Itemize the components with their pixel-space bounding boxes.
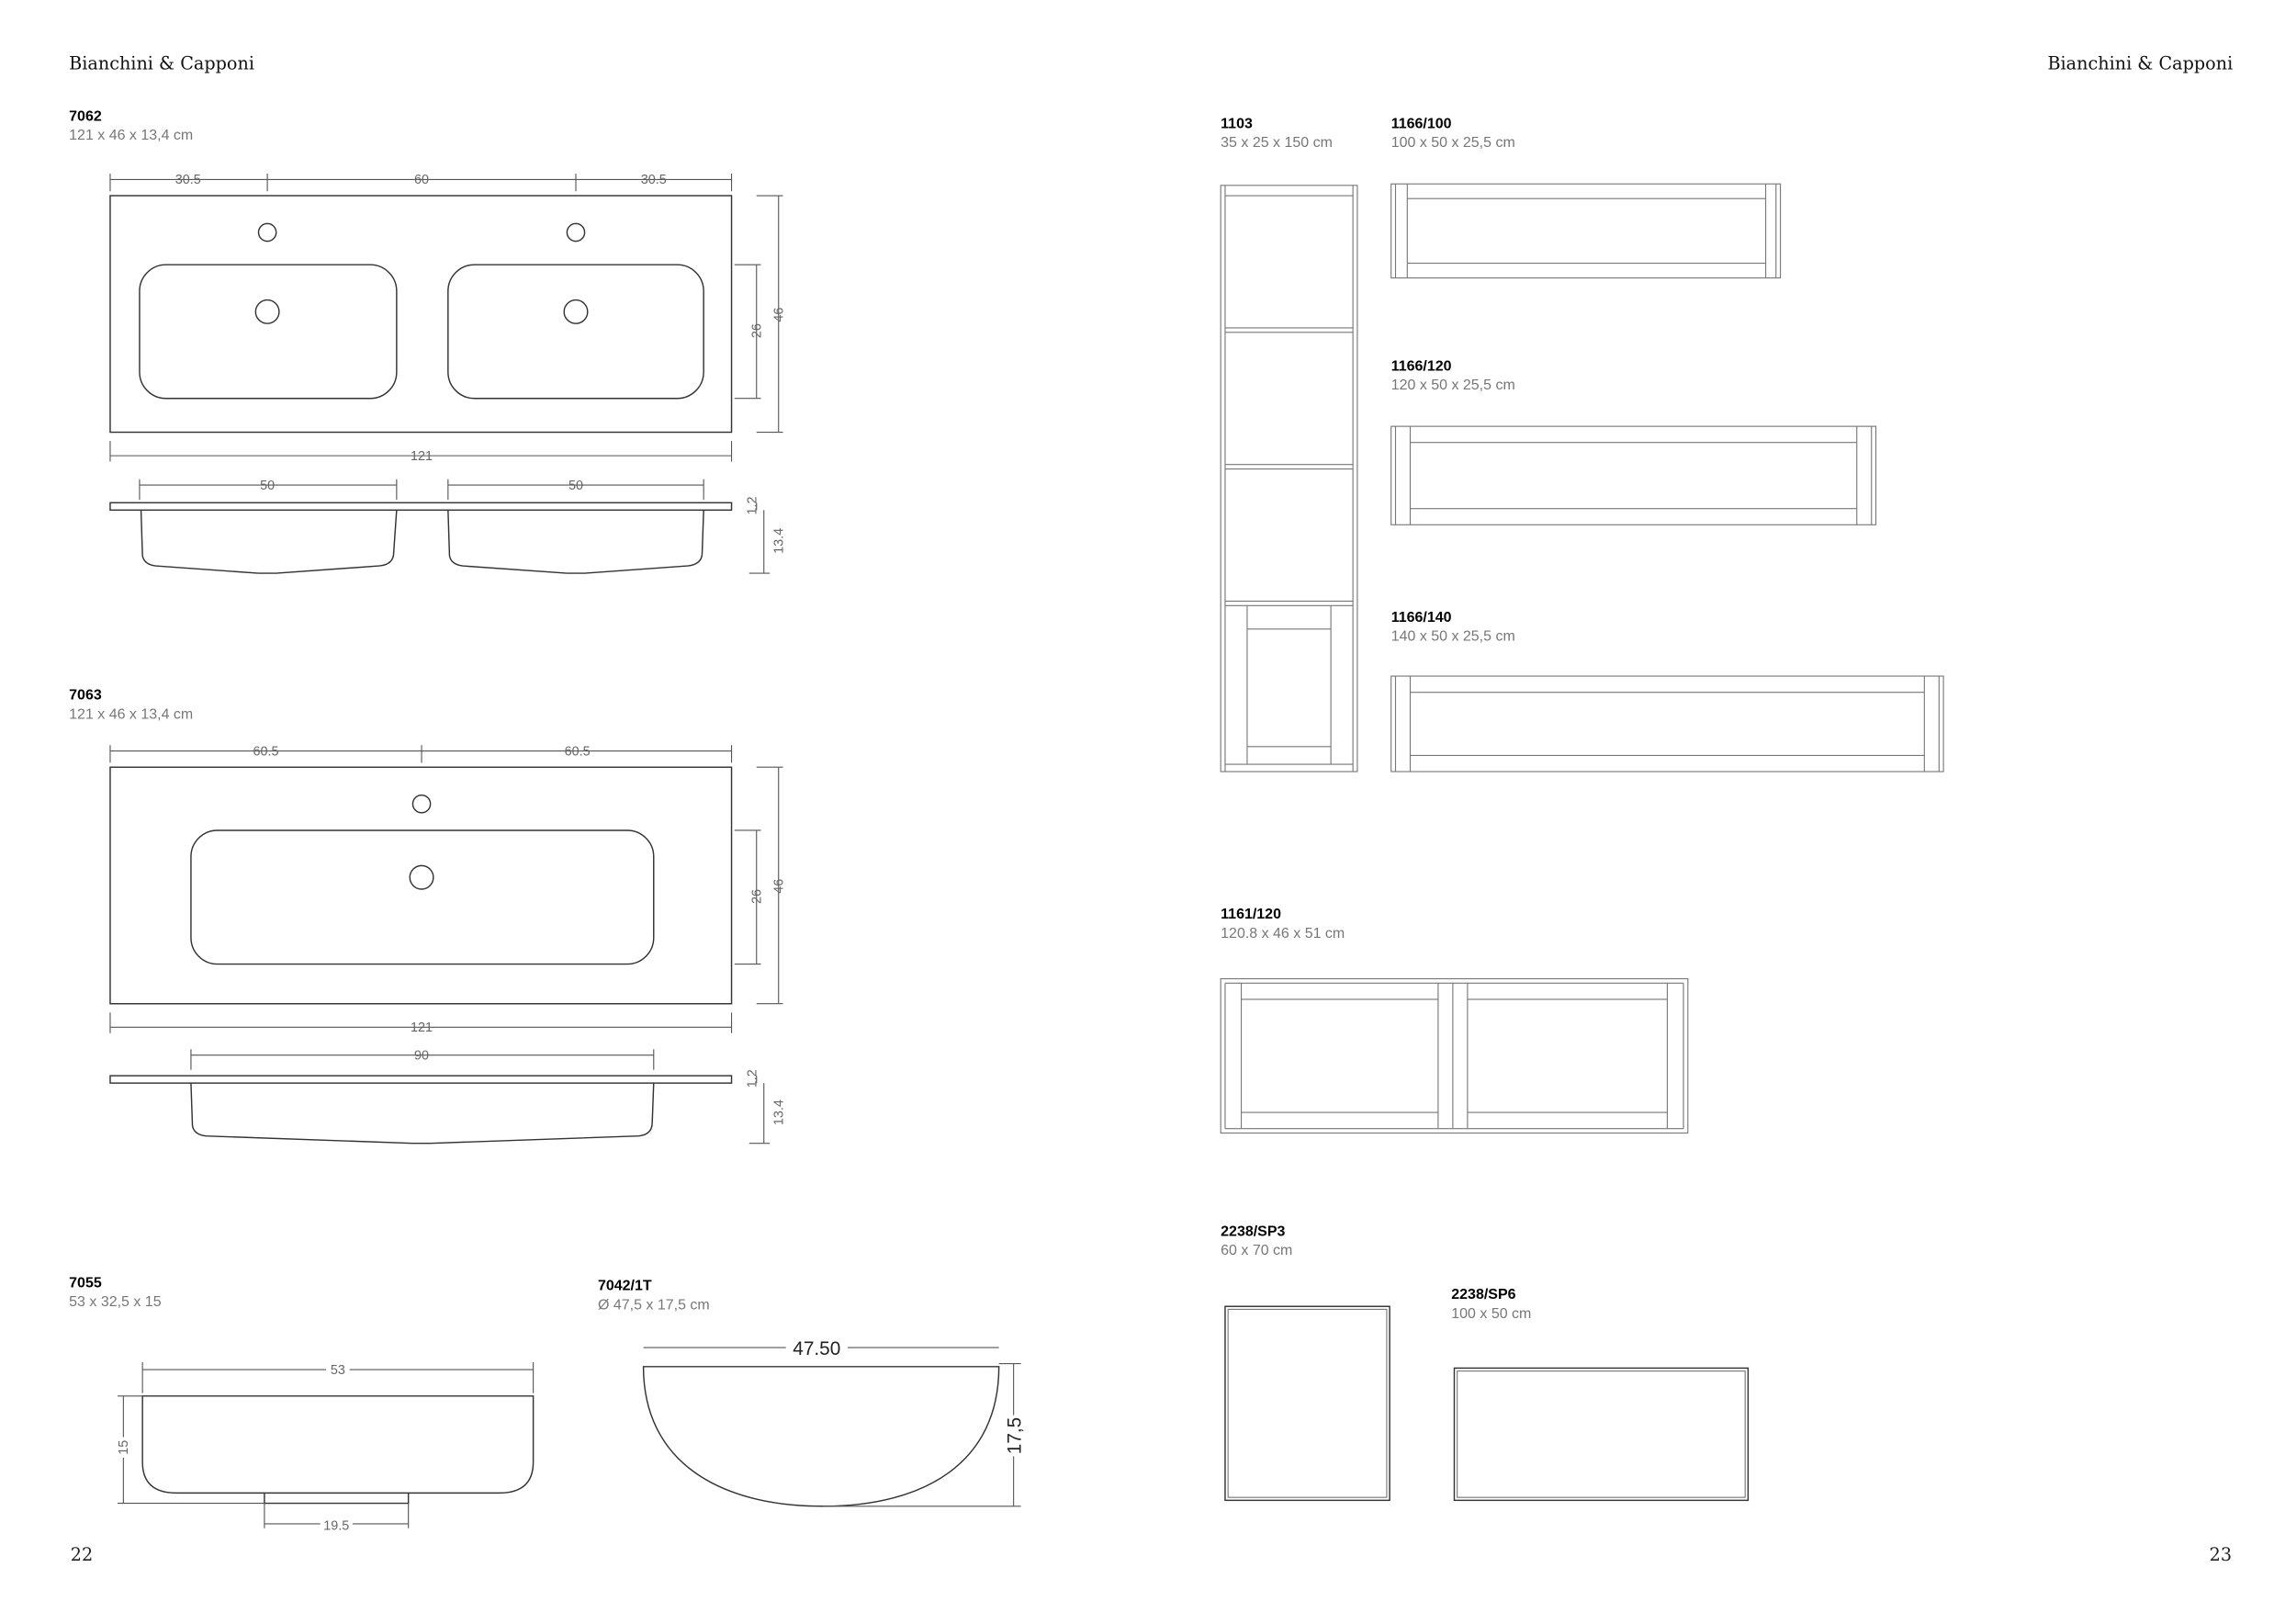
product-code: 1166/140: [1391, 610, 1452, 626]
basin-top-view: [109, 766, 733, 1005]
dim-label: 46: [772, 879, 787, 894]
product-code: 2238/SP6: [1451, 1287, 1515, 1303]
product-size: 35 x 25 x 150 cm: [1221, 135, 1333, 151]
product-size: 60 x 70 cm: [1221, 1243, 1292, 1258]
dim-label: 121: [411, 1021, 433, 1035]
open-shelf: [1390, 425, 1877, 525]
dim-label: 53: [331, 1363, 345, 1378]
product-size: 140 x 50 x 25,5 cm: [1391, 629, 1515, 645]
product-size: 121 x 46 x 13,4 cm: [69, 706, 193, 722]
mirror: [1453, 1367, 1750, 1502]
brand-logo-right: Bianchini & Capponi: [2047, 52, 2233, 73]
dim-label: 30.5: [175, 173, 201, 187]
product-code: 7063: [69, 688, 102, 704]
dim-label: 1.2: [746, 1069, 760, 1088]
dim-label: 60: [414, 173, 429, 187]
product-1166-100: 1166/100 100 x 50 x 25,5 cm: [1390, 116, 1782, 279]
open-shelf: [1390, 675, 1944, 773]
dim-label: 47.50: [793, 1338, 840, 1359]
vessel-basin-round: [642, 1366, 1000, 1507]
product-1103: 1103 35 x 25 x 150 cm: [1220, 116, 1358, 773]
dim-label: 13.4: [772, 1100, 787, 1125]
dim-label: 60.5: [565, 744, 591, 759]
product-size: 100 x 50 cm: [1451, 1306, 1531, 1322]
product-size: Ø 47,5 x 17,5 cm: [598, 1297, 710, 1313]
basin-section: [109, 1075, 733, 1084]
vessel-basin-side: [141, 1395, 535, 1494]
dim-label: 26: [750, 323, 765, 338]
base-cabinet: [1220, 977, 1689, 1134]
product-size: 120 x 50 x 25,5 cm: [1391, 378, 1515, 393]
page-number-right: 23: [2210, 1544, 2232, 1565]
product-code: 1103: [1221, 116, 1253, 131]
dim-label: 60.5: [253, 744, 279, 759]
product-code: 2238/SP3: [1221, 1224, 1285, 1239]
product-1161-120: 1161/120 120.8 x 46 x 51 cm: [1220, 907, 1689, 1134]
dim-label: 15: [117, 1440, 131, 1455]
dim-label: 13.4: [772, 528, 787, 554]
column-cabinet: [1220, 185, 1358, 773]
brand-logo-left: Bianchini & Capponi: [69, 52, 254, 73]
product-code: 7062: [69, 108, 102, 124]
product-size: 120.8 x 46 x 51 cm: [1221, 926, 1345, 942]
dim-label: 50: [568, 479, 583, 493]
product-7062: 7062 121 x 46 x 13,4 cm 30.5 60 30.5 26 …: [69, 108, 787, 574]
dim-label: 1.2: [746, 497, 760, 515]
basin-section: [109, 502, 733, 512]
page-number-left: 22: [71, 1544, 93, 1565]
mirror: [1224, 1305, 1390, 1502]
dim-label: 26: [750, 889, 765, 904]
product-code: 7055: [69, 1275, 102, 1291]
product-code: 1161/120: [1221, 907, 1281, 922]
dim-label: 19.5: [323, 1518, 349, 1533]
product-code: 1166/100: [1391, 116, 1452, 131]
product-1166-140: 1166/140 140 x 50 x 25,5 cm: [1390, 610, 1944, 773]
product-1166-120: 1166/120 120 x 50 x 25,5 cm: [1390, 358, 1877, 525]
product-code: 1166/120: [1391, 358, 1452, 374]
open-shelf: [1390, 183, 1782, 279]
basin-top-view: [109, 195, 733, 434]
dim-label: 121: [411, 449, 433, 464]
product-2238-sp3: 2238/SP3 60 x 70 cm: [1221, 1224, 1390, 1502]
product-7063: 7063 121 x 46 x 13,4 cm 60.5 60.5 26 46 …: [69, 688, 787, 1145]
dim-label: 90: [414, 1049, 429, 1064]
product-code: 7042/1T: [598, 1279, 652, 1294]
dim-label: 46: [772, 308, 787, 322]
dim-label: 17,5: [1005, 1417, 1026, 1454]
product-2238-sp6: 2238/SP6 100 x 50 cm: [1451, 1287, 1750, 1502]
product-7042-1t: 7042/1T Ø 47,5 x 17,5 cm 47.50 17,5: [598, 1279, 1026, 1507]
product-size: 121 x 46 x 13,4 cm: [69, 128, 193, 143]
dim-label: 30.5: [641, 173, 667, 187]
dim-label: 50: [260, 479, 275, 493]
product-size: 53 x 32,5 x 15: [69, 1294, 162, 1310]
product-size: 100 x 50 x 25,5 cm: [1391, 135, 1515, 151]
product-7055: 7055 53 x 32,5 x 15 53 15 19.5: [69, 1275, 535, 1533]
